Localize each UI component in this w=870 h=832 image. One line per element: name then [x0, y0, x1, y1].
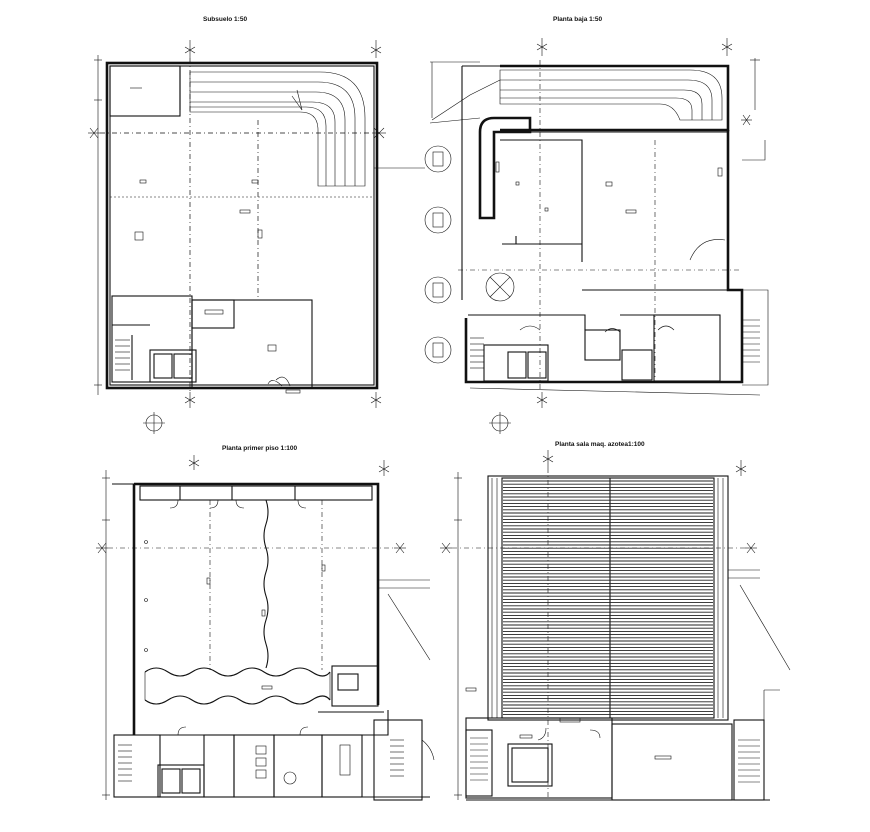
- plan-title-planta-baja: Planta baja 1:50: [553, 16, 603, 23]
- roof-sheeting-hatch: [503, 480, 713, 716]
- plan-primer-piso: [96, 455, 435, 801]
- plan-title-subsuelo: Subsuelo 1:50: [203, 16, 247, 23]
- plan-sala-maquinas: [440, 450, 791, 801]
- plan-subsuelo: [88, 40, 425, 434]
- plan-title-sala-maquinas: Planta sala maq. azotea1:100: [555, 441, 645, 448]
- plan-planta-baja: [424, 38, 769, 434]
- plan-title-primer-piso: Planta primer piso 1:100: [222, 445, 298, 452]
